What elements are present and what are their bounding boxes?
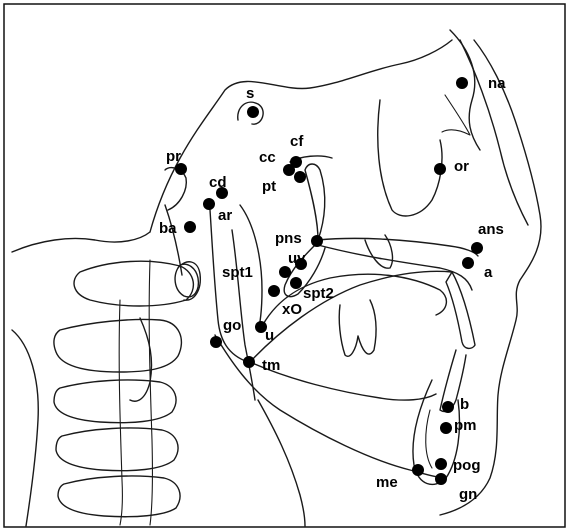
landmark-dot-ans [471, 242, 483, 254]
landmark-label-pt: pt [262, 178, 276, 195]
landmark-label-pns: pns [275, 230, 302, 247]
c2-body [130, 318, 152, 401]
spinal-line-front [149, 260, 152, 525]
skull-outline [12, 30, 541, 526]
landmark-label-ar: ar [218, 207, 232, 224]
landmark-dot-b [442, 401, 454, 413]
upper-incisor [446, 272, 475, 348]
symphysis-inner [426, 410, 432, 468]
landmark-label-spt2: spt2 [303, 285, 334, 302]
landmark-dot-x [268, 285, 280, 297]
landmark-label-tm: tm [262, 357, 280, 374]
palate-line [318, 238, 478, 256]
landmark-dot-ba [184, 221, 196, 233]
landmark-label-uv: uv [288, 250, 306, 267]
landmark-label-go: go [223, 317, 241, 334]
axis-outline [54, 319, 182, 372]
landmark-dots [175, 77, 483, 485]
landmark-dot-s [247, 106, 259, 118]
landmark-label-pog: pog [453, 457, 481, 474]
landmark-label-s: s [246, 85, 254, 102]
landmark-dot-me [412, 464, 424, 476]
landmark-dot-na [456, 77, 468, 89]
landmark-label-pm: pm [454, 417, 477, 434]
landmark-label-cd: cd [209, 174, 227, 191]
c4-outline [56, 428, 178, 471]
landmark-dot-spt1 [279, 266, 291, 278]
landmark-label-or: or [454, 158, 469, 175]
landmark-dot-pt [294, 171, 306, 183]
neck-front [258, 400, 305, 526]
landmark-dot-pm [440, 422, 452, 434]
landmark-label-ba: ba [159, 220, 177, 237]
landmark-dot-ar [203, 198, 215, 210]
c5-outline [58, 476, 180, 517]
landmark-dot-a [462, 257, 474, 269]
maxilla-lower [318, 245, 472, 290]
spinal-line-back [119, 300, 122, 525]
landmark-dot-go [210, 336, 222, 348]
figure-frame [4, 4, 565, 527]
frontal-profile [450, 30, 480, 150]
landmark-dot-cc [283, 164, 295, 176]
upper-molar [339, 300, 376, 356]
landmark-dot-tm [243, 356, 255, 368]
landmark-label-x: xO [282, 301, 302, 318]
landmark-label-spt1: spt1 [222, 264, 253, 281]
occipital-contour [12, 232, 150, 252]
orbit-inner [442, 95, 470, 135]
landmark-label-u: u [265, 327, 274, 344]
landmark-label-a: a [484, 264, 493, 281]
landmark-dot-or [434, 163, 446, 175]
landmark-dot-pns [311, 235, 323, 247]
landmark-label-gn: gn [459, 486, 477, 503]
landmark-label-cf: cf [290, 133, 304, 150]
occlusal-curve [250, 271, 452, 362]
landmark-label-b: b [460, 396, 469, 413]
landmark-label-pr: pr [166, 148, 181, 165]
upper-premolar [365, 235, 392, 268]
nasal-bone [460, 40, 528, 225]
pharynx-posterior [232, 230, 255, 400]
orbit-outline [378, 100, 442, 216]
landmark-label-me: me [376, 474, 398, 491]
landmark-label-na: na [488, 75, 506, 92]
landmark-dot-spt2 [290, 277, 302, 289]
landmark-label-ans: ans [478, 221, 504, 238]
landmark-label-cc: cc [259, 149, 276, 166]
landmark-dot-pog [435, 458, 447, 470]
c3-outline [54, 380, 176, 423]
landmark-dot-gn [435, 473, 447, 485]
neck-back [12, 330, 38, 526]
pterygoid-fissure [305, 164, 325, 240]
